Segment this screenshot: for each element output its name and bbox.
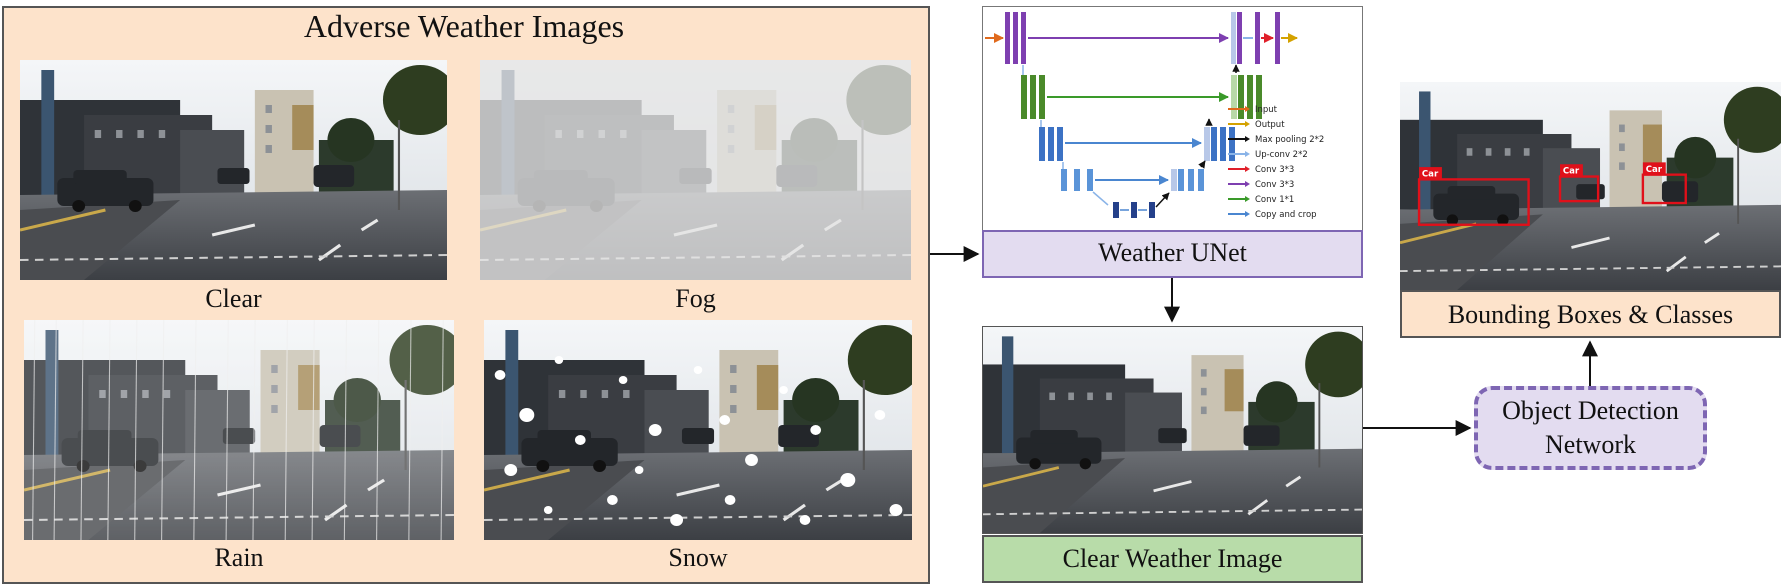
legend-arrowhead xyxy=(1245,181,1250,187)
object-detection-network-box xyxy=(1474,386,1707,470)
legend-arrowhead xyxy=(1245,151,1250,157)
caption-clear: Clear xyxy=(205,284,262,313)
legend-label: Conv 3*3 xyxy=(1255,180,1294,190)
legend-label: Max pooling 2*2 xyxy=(1255,135,1324,145)
clear-weather-image xyxy=(20,60,447,280)
odn-label-line1: Object Detection xyxy=(1502,396,1679,425)
weather-unet-label-box xyxy=(982,230,1363,278)
bounding-boxes-label-box xyxy=(1400,290,1781,338)
clear-weather-label-box xyxy=(982,535,1363,583)
fog-weather-image xyxy=(480,60,911,280)
bounding-boxes-label: Bounding Boxes & Classes xyxy=(1447,300,1734,329)
detection-result-image: Car Car Car xyxy=(1400,82,1781,290)
detection-class-label: Car xyxy=(1563,167,1580,177)
legend-label: Up-conv 2*2 xyxy=(1255,150,1308,160)
caption-snow: Snow xyxy=(668,543,728,572)
caption-rain: Rain xyxy=(214,543,264,572)
legend-arrowhead xyxy=(1245,166,1250,172)
snow-weather-image xyxy=(484,320,912,540)
weather-unet-label: Weather UNet xyxy=(1098,238,1247,267)
detection-class-label: Car xyxy=(1646,165,1663,175)
legend-label: Input xyxy=(1255,105,1278,115)
legend-arrowhead xyxy=(1245,211,1250,217)
legend-arrowhead xyxy=(1245,196,1250,202)
detection-class-label: Car xyxy=(1422,170,1439,180)
clear-weather-label: Clear Weather Image xyxy=(1062,544,1283,573)
rain-weather-image xyxy=(24,320,454,540)
panel-title: Adverse Weather Images xyxy=(303,8,625,44)
odn-label-line2: Network xyxy=(1545,430,1636,459)
legend-label: Conv 1*1 xyxy=(1255,195,1294,205)
legend-arrowhead xyxy=(1245,136,1250,142)
legend-arrowhead xyxy=(1245,106,1250,112)
object-detection-network-label: Object Detection Network xyxy=(1474,394,1707,462)
legend-arrowhead xyxy=(1245,121,1250,127)
caption-fog: Fog xyxy=(675,284,716,313)
legend-label: Conv 3*3 xyxy=(1255,165,1294,175)
clear-weather-output-image xyxy=(982,326,1363,534)
legend-label: Output xyxy=(1255,120,1285,130)
legend-label: Copy and crop xyxy=(1255,210,1317,220)
